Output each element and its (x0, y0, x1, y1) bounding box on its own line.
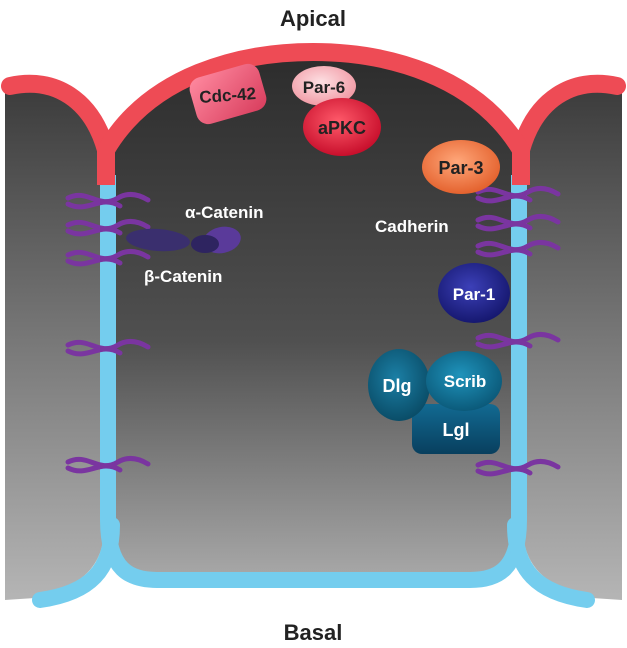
apkc-label: aPKC (318, 118, 366, 138)
alpha-catenin-label: α-Catenin (185, 203, 263, 222)
right-basal-extension (507, 517, 595, 608)
left-basal-extension (32, 517, 120, 608)
dlg-label: Dlg (383, 376, 412, 396)
scrib-protein: Scrib (426, 351, 502, 411)
par1-protein: Par-1 (438, 263, 510, 323)
apical-membrane (97, 43, 530, 185)
left-apical-membrane (1, 74, 115, 159)
catenin-complex (126, 226, 241, 254)
cdc42-label: Cdc-42 (199, 84, 257, 107)
apical-label: Apical (280, 6, 346, 31)
cadherin-junctions-left (65, 191, 151, 474)
right-apical-membrane (512, 74, 626, 159)
right-neighbor-cell (522, 79, 622, 601)
basal-label: Basal (284, 620, 343, 645)
left-neighbor-cell (5, 79, 105, 601)
cadherin-junctions-right (475, 185, 561, 477)
cdc42-protein: Cdc-42 (189, 63, 267, 125)
par6-protein: Par-6 (292, 66, 356, 106)
par3-label: Par-3 (438, 158, 483, 178)
lgl-protein: Lgl (412, 404, 500, 454)
dlg-protein: Dlg (368, 349, 430, 421)
cadherin-label: Cadherin (375, 217, 449, 236)
apkc-protein: aPKC (303, 98, 381, 156)
par1-label: Par-1 (453, 285, 496, 304)
par6-label: Par-6 (303, 78, 346, 97)
beta-catenin-label: β-Catenin (144, 267, 222, 286)
par3-protein: Par-3 (422, 140, 500, 194)
lgl-label: Lgl (443, 420, 470, 440)
scrib-label: Scrib (444, 372, 487, 391)
